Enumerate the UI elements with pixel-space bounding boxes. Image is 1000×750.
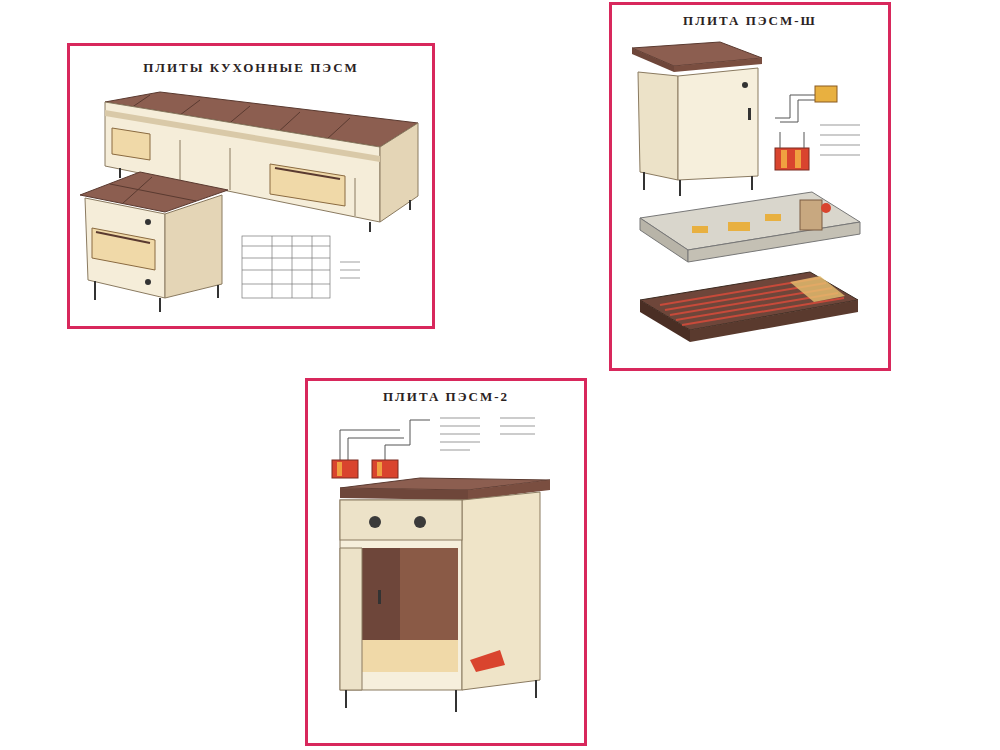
wiring-diagram	[332, 418, 535, 478]
poster-heading: ПЛИТА ПЭСМ-Ш	[679, 13, 821, 28]
stove-cabinet-drawing	[340, 478, 550, 712]
poster-frame: ПЛИТЫ КУХОННЫЕ ПЭСМ	[67, 43, 435, 329]
stove-cabinet-drawing	[632, 42, 762, 196]
heating-element-drawing	[640, 272, 858, 342]
poster-frame: ПЛИТА ПЭСМ-2	[305, 378, 587, 746]
spec-table	[242, 236, 360, 298]
poster-heading: ПЛИТА ПЭСМ-2	[379, 389, 513, 404]
small-stove-drawing	[80, 172, 228, 312]
wiring-diagram	[775, 86, 860, 170]
poster-heading: ПЛИТЫ КУХОННЫЕ ПЭСМ	[139, 60, 363, 75]
heating-panel-drawing	[640, 192, 860, 262]
poster-frame: ПЛИТА ПЭСМ-Ш	[609, 2, 891, 371]
